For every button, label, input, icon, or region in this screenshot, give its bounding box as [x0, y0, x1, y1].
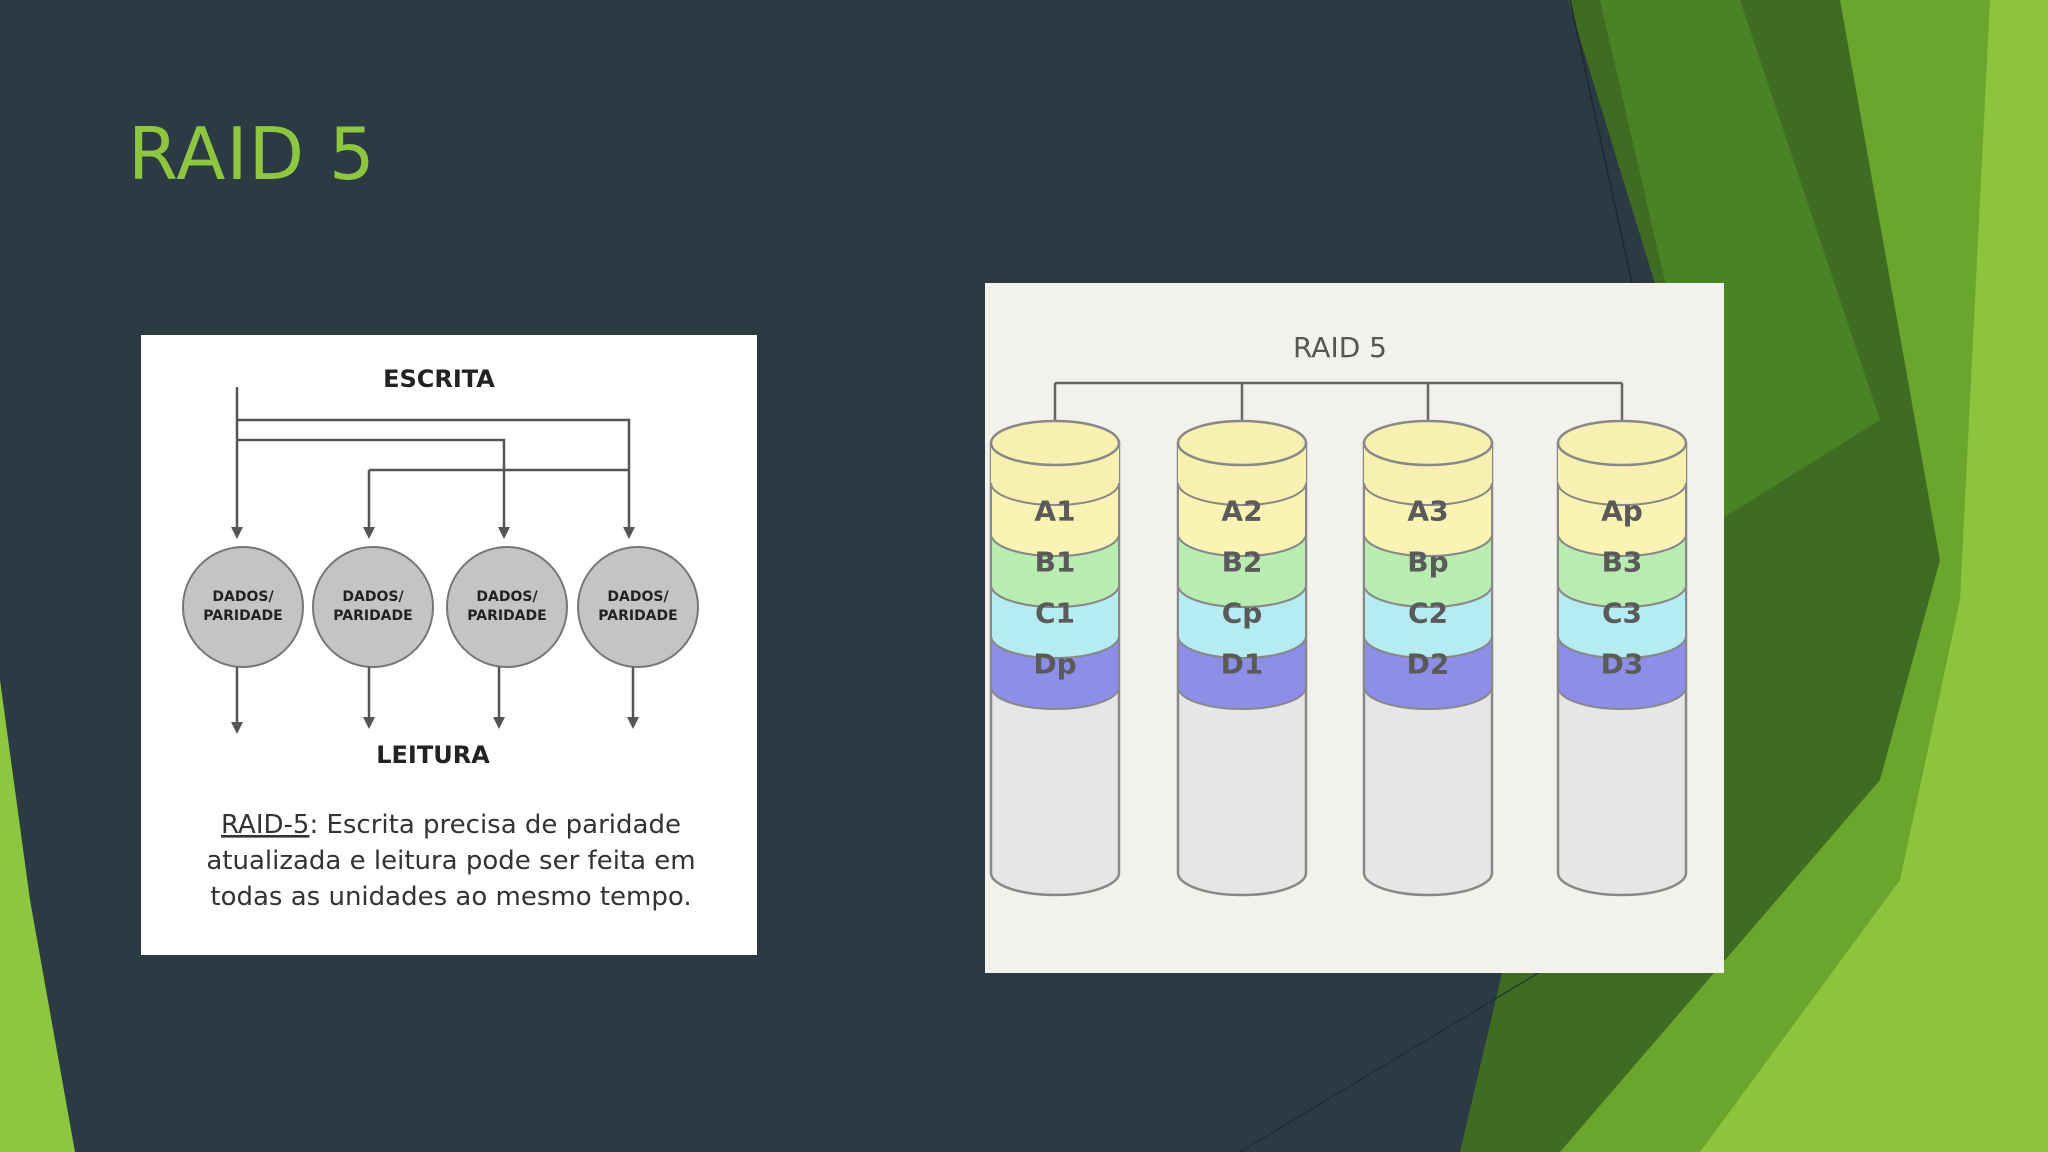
thin-decor-line-2 [1239, 959, 1561, 1152]
stripe-block [1363, 482, 1493, 557]
stripe-block-label: B2 [1222, 546, 1263, 579]
cylinder-top [1362, 419, 1494, 467]
stripe-block-label: D2 [1407, 648, 1450, 681]
stripe-block-label: D1 [1221, 648, 1264, 681]
diagram-caption-line-1: RAID-5: Escrita precisa de paridade [221, 810, 681, 840]
stripe-block-label: Bp [1407, 546, 1448, 579]
stripe-block-label: C1 [1035, 597, 1075, 630]
stripe-block [990, 482, 1120, 557]
write-connector-lines [235, 387, 631, 530]
stripe-block [1177, 482, 1307, 557]
caption-term: RAID-5 [221, 810, 309, 840]
stripe-block-label: C3 [1602, 597, 1642, 630]
thin-decor-line [1569, 0, 1641, 321]
caption-line-1: : Escrita precisa de paridade [309, 810, 681, 840]
read-arrowheads [231, 717, 639, 734]
disk-label-line-1: DADOS/ [342, 589, 404, 605]
disk-circle [577, 546, 699, 668]
stripe-block-label: B3 [1602, 546, 1643, 579]
stripe-block-label: D3 [1601, 648, 1644, 681]
disk-label-line-2: PARIDADE [467, 608, 546, 624]
caption-line-3: todas as unidades ao mesmo tempo. [210, 882, 691, 912]
read-connector-lines [235, 667, 635, 725]
cylinder-top [989, 419, 1121, 467]
disk-circle [312, 546, 434, 668]
read-label: LEITURA [376, 741, 490, 769]
write-arrowheads [231, 527, 635, 539]
slide-title: RAID 5 [128, 112, 376, 196]
stripe-block-label: Dp [1033, 648, 1076, 681]
stripe-block-label: Ap [1601, 495, 1643, 528]
disk-label-line-2: PARIDADE [203, 608, 282, 624]
stripe-block-label: A3 [1407, 495, 1448, 528]
stripe-block-label: Cp [1222, 597, 1263, 630]
raid-bus-lines [1053, 381, 1624, 458]
raid-diagram-title: RAID 5 [1293, 331, 1387, 364]
stripe-block-label: B1 [1035, 546, 1076, 579]
disk-label-line-2: PARIDADE [598, 608, 677, 624]
stripe-block [1557, 482, 1687, 557]
write-label: ESCRITA [383, 365, 495, 393]
cylinder-top [1556, 419, 1688, 467]
disk-circle [182, 546, 304, 668]
cylinder-top [1176, 419, 1308, 467]
stripe-block-label: A1 [1034, 495, 1075, 528]
disk-circle [446, 546, 568, 668]
disk-node: DADOS/PARIDADE [312, 546, 434, 668]
stripe-block-label: A2 [1221, 495, 1262, 528]
disk-label-line-2: PARIDADE [333, 608, 412, 624]
disk-node: DADOS/PARIDADE [182, 546, 304, 668]
stripe-block-label: C2 [1408, 597, 1448, 630]
green-shape-accent [1600, 0, 1880, 520]
disk-label-line-1: DADOS/ [476, 589, 538, 605]
disk-label-line-1: DADOS/ [212, 589, 274, 605]
disk-node: DADOS/PARIDADE [446, 546, 568, 668]
disk-node: DADOS/PARIDADE [577, 546, 699, 668]
green-shape-light [1700, 0, 2048, 1152]
disk-label-line-1: DADOS/ [607, 589, 669, 605]
caption-line-2: atualizada e leitura pode ser feita em [206, 846, 695, 876]
green-shape-left [0, 680, 75, 1152]
